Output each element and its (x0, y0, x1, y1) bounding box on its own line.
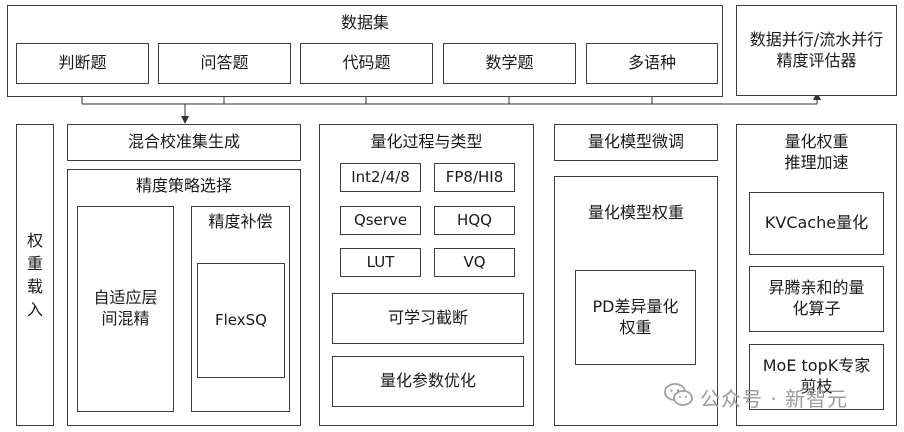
quant-type-qserve: Qserve (340, 206, 421, 235)
inference-acceleration-title: 量化权重 推理加速 (784, 132, 849, 172)
quant-type-lut: LUT (340, 248, 421, 277)
adaptive-mixed-precision: 自适应层 间混精 (77, 206, 174, 412)
dataset-item-code: 代码题 (300, 43, 433, 84)
calibration-set-generation: 混合校准集生成 (67, 124, 301, 161)
watermark: 公众号 · 新智元 (664, 382, 848, 412)
ascend-affinity-quant-operators: 昇腾亲和的量 化算子 (749, 266, 884, 332)
dataset-item-math: 数学题 (443, 43, 576, 84)
quant-type-hqq: HQQ (434, 206, 515, 235)
quant-type-fp8-hi8: FP8/HI8 (434, 163, 515, 192)
wechat-icon (664, 382, 694, 413)
quant-type-vq: VQ (434, 248, 515, 277)
dataset-title: 数据集 (340, 13, 389, 32)
moe-topk-expert-pruning: MoE topK专家 剪枝 (749, 344, 884, 410)
flexsq-box: FlexSQ (197, 263, 285, 378)
kvcache-quantization: KVCache量化 (749, 192, 884, 255)
quant-type-int248: Int2/4/8 (340, 163, 421, 192)
dataset-item-multilingual: 多语种 (586, 43, 718, 84)
dataset-item-judgement: 判断题 (16, 43, 149, 84)
quant-process-title: 量化过程与类型 (370, 132, 483, 151)
quant-model-finetune: 量化模型微调 (554, 124, 718, 161)
dataset-item-qa: 问答题 (158, 43, 291, 84)
quant-model-weights-title: 量化模型权重 (587, 203, 684, 222)
precision-compensation-title: 精度补偿 (208, 212, 273, 231)
precision-strategy-title: 精度策略选择 (135, 176, 232, 195)
pd-diff-quant-weights: PD差异量化 权重 (575, 270, 696, 365)
precision-evaluator: 数据并行/流水并行 精度评估器 (736, 5, 897, 96)
weight-loading: 权 重 载 入 (16, 124, 54, 426)
quant-param-optimization: 量化参数优化 (332, 356, 524, 407)
learnable-truncation: 可学习截断 (332, 293, 524, 344)
watermark-text: 公众号 · 新智元 (700, 386, 849, 411)
